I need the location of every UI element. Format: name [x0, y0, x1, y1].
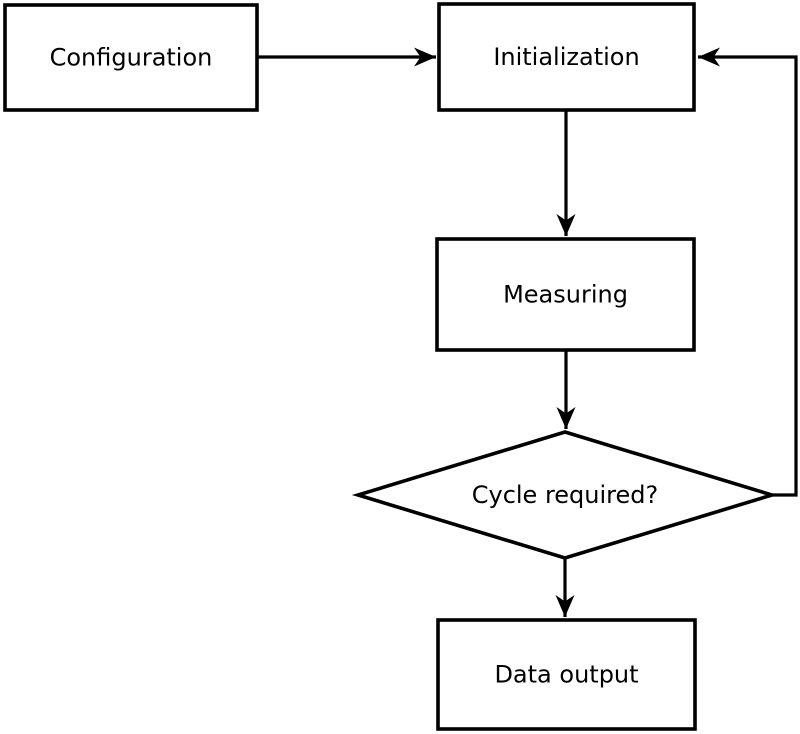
node-data-output: Data output [436, 618, 697, 731]
process-box-initialization [437, 2, 696, 112]
node-cycle-required: Cycle required? [351, 430, 779, 560]
node-measuring: Measuring [435, 237, 696, 352]
process-box-configuration [3, 3, 259, 112]
process-box-measuring [435, 237, 696, 352]
node-label-configuration: Configuration [50, 44, 213, 72]
node-label-initialization: Initialization [493, 43, 639, 71]
node-label-measuring: Measuring [503, 281, 628, 309]
node-label-cycle-required: Cycle required? [472, 481, 659, 509]
decision-diamond-cycle-required [351, 430, 779, 560]
node-label-data-output: Data output [494, 661, 638, 689]
nodes-layer: Configuration InitializationMeasuringCycl… [3, 2, 779, 731]
process-box-data-output [436, 618, 697, 731]
node-initialization: Initialization [437, 2, 696, 112]
edge-cycle-required-to-initialization [698, 47, 798, 497]
node-configuration: Configuration [3, 3, 259, 112]
edges-layer [257, 47, 798, 617]
